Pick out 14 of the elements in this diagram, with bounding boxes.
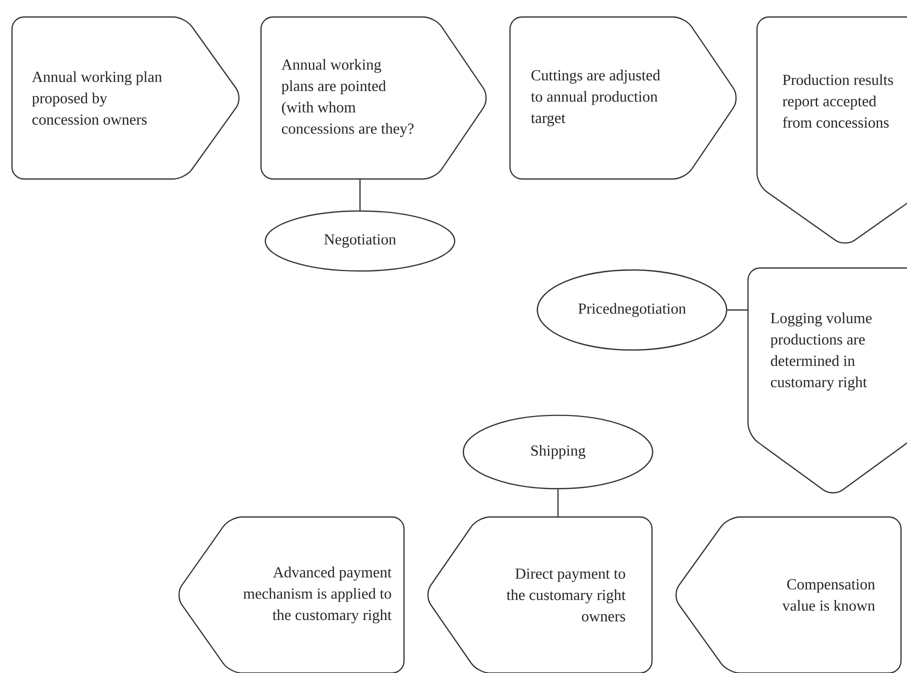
ellipse-node: Pricednegotiation: [536, 269, 728, 351]
process-box: Production results report accepted from concessions: [756, 16, 907, 244]
process-box: Compensation value is known: [676, 516, 902, 673]
process-box: Advanced payment mechanism is applied to the customary right: [178, 516, 405, 673]
connector-line: [727, 309, 748, 311]
ellipse-node: Shipping: [462, 414, 654, 490]
process-box: Annual working plan proposed by concession owners: [11, 16, 240, 180]
connector-line: [557, 489, 559, 516]
process-box: Direct payment to the customary right owners: [427, 516, 653, 673]
connector-line: [359, 179, 361, 210]
process-box: Cuttings are adjusted to annual production target: [509, 16, 737, 180]
process-box: Logging volume productions are determined in customary right: [747, 267, 907, 494]
process-box: Annual working plans are pointed (with whom concessions are they?: [260, 16, 487, 180]
ellipse-node: Negotiation: [264, 210, 456, 272]
